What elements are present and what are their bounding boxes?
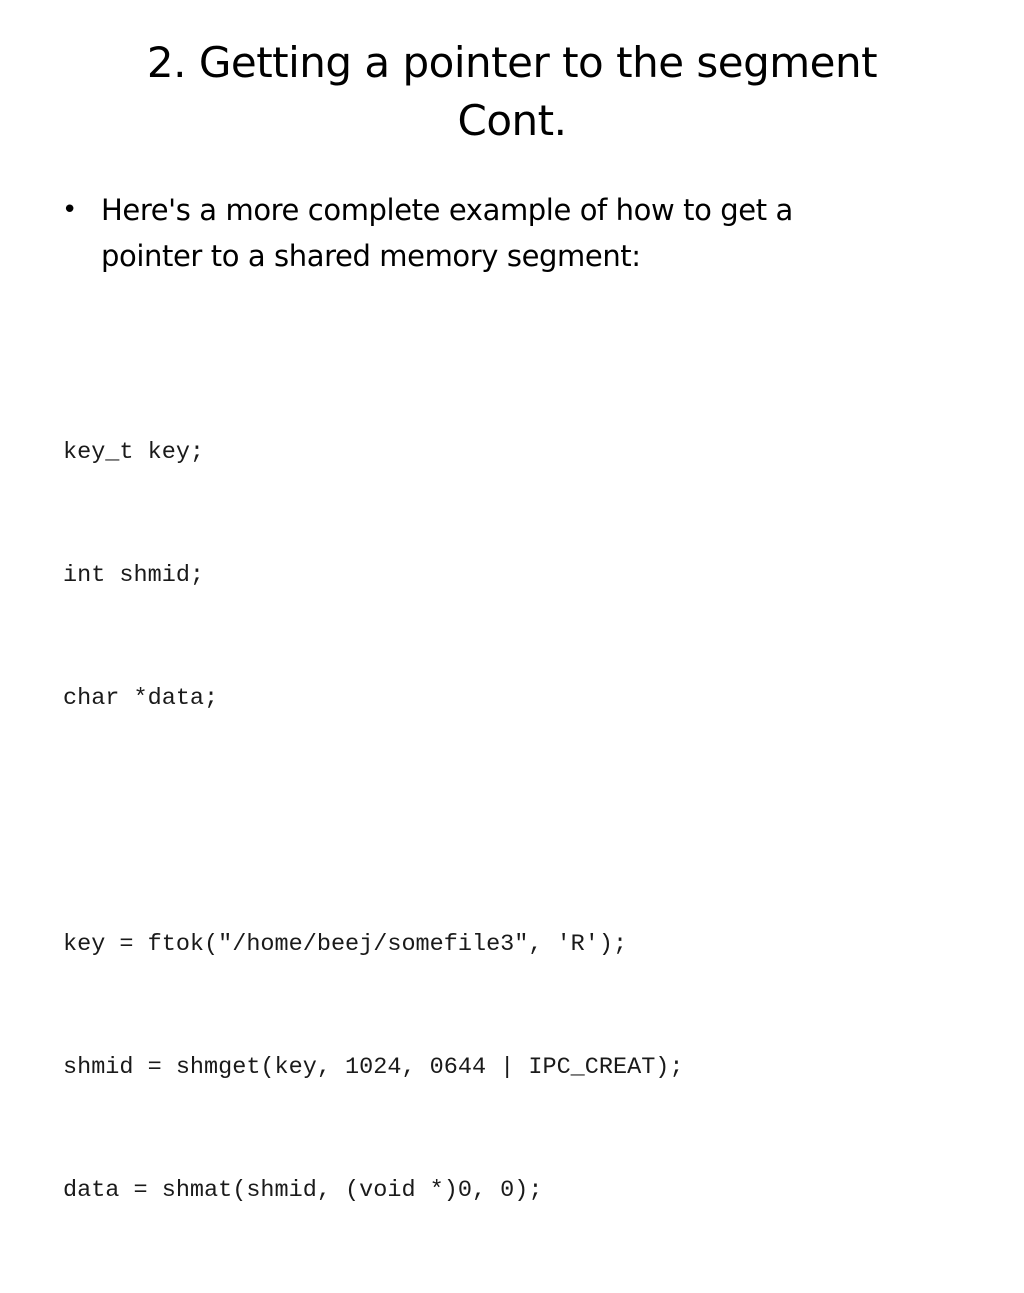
code-line: key_t key; [63,439,205,466]
bullet-marker: • [62,195,77,225]
slide-title-line: Cont. [457,96,567,145]
bullet-item: • Here's a more complete example of how … [62,187,962,279]
code-block: key_t key; int shmid; char *data; key = … [63,350,684,1293]
slide: 2. Getting a pointer to the segment Cont… [40,34,984,1204]
code-line: char *data; [63,685,219,712]
bullet-list: • Here's a more complete example of how … [62,187,962,279]
code-line: key = ftok("/home/beej/somefile3", 'R'); [63,931,628,958]
code-line: int shmid; [63,562,205,589]
slide-title-line: 2. Getting a pointer to the segment [146,38,878,87]
bullet-text-line: pointer to a shared memory segment: [101,239,641,273]
bullet-text-line: Here's a more complete example of how to… [101,193,793,227]
code-line: shmid = shmget(key, 1024, 0644 | IPC_CRE… [63,1054,684,1081]
code-line [63,801,684,842]
slide-title: 2. Getting a pointer to the segment Cont… [40,34,984,150]
code-line: data = shmat(shmid, (void *)0, 0); [63,1177,543,1204]
